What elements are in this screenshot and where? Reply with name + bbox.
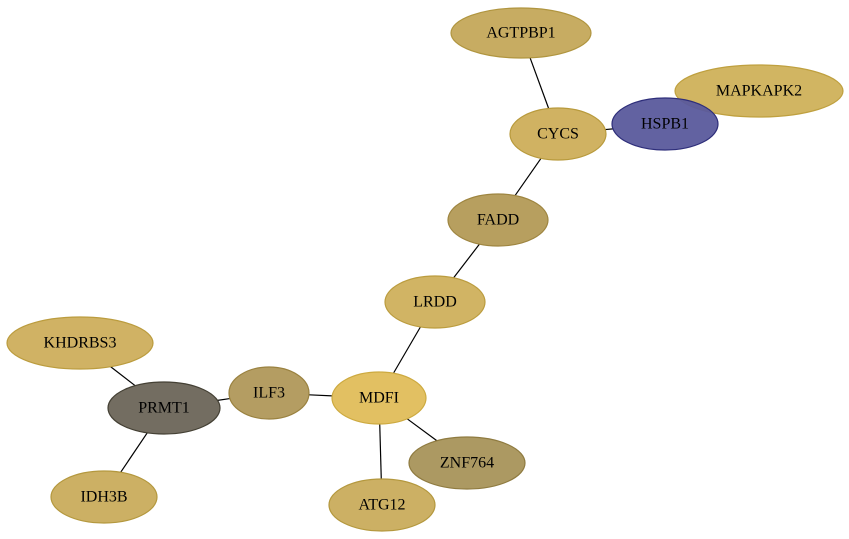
edge-mdfi-znf764 [406, 418, 438, 442]
node-label: MAPKAPK2 [716, 83, 802, 100]
node-label: KHDRBS3 [44, 335, 117, 352]
edge-ilf3-prmt1 [217, 397, 231, 401]
node-lrdd: LRDD [384, 275, 486, 329]
node-ellipse [107, 381, 221, 435]
node-znf764: ZNF764 [408, 436, 526, 490]
edge-mdfi-ilf3 [308, 394, 333, 397]
node-label: ILF3 [253, 385, 285, 402]
node-label: HSPB1 [641, 116, 689, 133]
node-fadd: FADD [447, 193, 549, 247]
node-ellipse [384, 275, 486, 329]
node-label: CYCS [537, 126, 579, 143]
edge-lrdd-mdfi [392, 326, 422, 374]
node-label: IDH3B [80, 489, 127, 506]
node-label: ZNF764 [440, 455, 494, 472]
edge-fadd-lrdd [453, 243, 480, 279]
edge-cycs-fadd [514, 157, 542, 196]
node-label: PRMT1 [138, 400, 190, 417]
node-ellipse [447, 193, 549, 247]
node-ellipse [6, 316, 154, 370]
node-label: ATG12 [358, 497, 405, 514]
node-label: MDFI [359, 390, 399, 407]
node-ellipse [408, 436, 526, 490]
node-idh3b: IDH3B [50, 470, 158, 524]
edge-prmt1-khdrbs3 [110, 366, 136, 387]
node-prmt1: PRMT1 [107, 381, 221, 435]
node-cycs: CYCS [509, 107, 607, 161]
node-atg12: ATG12 [328, 478, 436, 532]
edge-agtpbp1-cycs [529, 57, 550, 109]
node-mdfi: MDFI [331, 371, 427, 425]
node-label: FADD [477, 212, 519, 229]
node-ellipse [328, 478, 436, 532]
node-mapkapk2: MAPKAPK2 [674, 64, 844, 118]
node-ilf3: ILF3 [228, 366, 310, 420]
edge-mdfi-atg12 [379, 423, 382, 480]
edges-layer [110, 57, 709, 480]
node-ellipse [50, 470, 158, 524]
node-ellipse [509, 107, 607, 161]
node-ellipse [331, 371, 427, 425]
node-label: AGTPBP1 [486, 25, 555, 42]
edge-cycs-hspb1 [605, 128, 613, 131]
node-ellipse [450, 7, 592, 59]
node-ellipse [228, 366, 310, 420]
edge-prmt1-idh3b [120, 432, 148, 473]
node-label: LRDD [413, 294, 457, 311]
node-agtpbp1: AGTPBP1 [450, 7, 592, 59]
node-hspb1: HSPB1 [611, 97, 719, 151]
node-ellipse [611, 97, 719, 151]
node-khdrbs3: KHDRBS3 [6, 316, 154, 370]
node-ellipse [674, 64, 844, 118]
